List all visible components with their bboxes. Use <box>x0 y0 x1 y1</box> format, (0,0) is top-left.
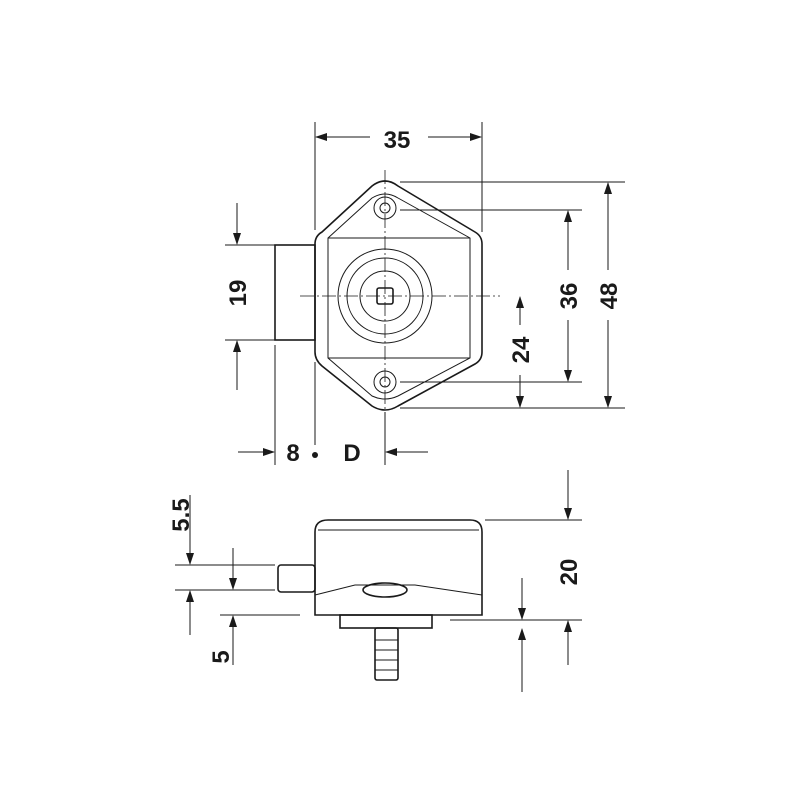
dim-pin-size-5: 5 <box>208 650 235 663</box>
dim-tab-depth-8: 8 <box>286 440 299 467</box>
base-plate <box>339 614 433 629</box>
dim-half-height-24: 24 <box>508 336 535 363</box>
dim-tab-height-19: 19 <box>225 280 252 307</box>
extension-lines-side <box>175 519 582 621</box>
dim-pin-offset-5-5: 5.5 <box>168 498 195 531</box>
dim-overall-height-48: 48 <box>596 283 623 310</box>
dim-width-35: 35 <box>384 127 411 154</box>
button-oval <box>362 582 408 598</box>
dim-body-height-20: 20 <box>556 559 583 586</box>
top-view <box>274 170 500 420</box>
dim-hole-spacing-36: 36 <box>556 283 583 310</box>
side-body <box>314 519 483 616</box>
side-pin <box>277 564 316 593</box>
threaded-stem <box>374 627 399 681</box>
side-tab <box>274 244 316 341</box>
side-view <box>277 519 483 681</box>
lock-body-outline <box>314 180 483 411</box>
dimension-lines-side <box>186 470 572 692</box>
dimension-lines-top <box>233 133 612 456</box>
reference-dot <box>312 452 318 458</box>
dim-door-thickness-d: D <box>343 440 360 467</box>
